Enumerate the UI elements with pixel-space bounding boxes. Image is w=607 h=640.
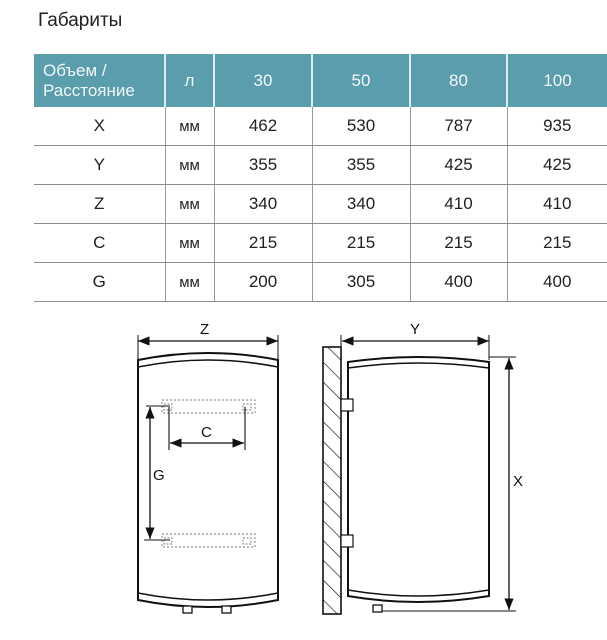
table-row: Y мм 355 355 425 425 — [34, 145, 607, 185]
cell-value: 340 — [213, 184, 312, 224]
cell-value: 215 — [409, 223, 507, 263]
row-unit: мм — [164, 184, 214, 224]
header-volume-50: 50 — [311, 54, 410, 107]
row-unit: мм — [164, 262, 214, 302]
cell-value: 425 — [409, 145, 507, 185]
cell-value: 305 — [311, 262, 410, 302]
cell-value: 215 — [213, 223, 312, 263]
x-label: X — [513, 473, 523, 490]
row-name: Y — [34, 145, 165, 185]
side-view: Y X — [322, 321, 523, 615]
cell-value: 215 — [506, 223, 607, 263]
pipe-icon — [372, 604, 383, 613]
row-unit: мм — [164, 223, 214, 263]
cell-value: 340 — [311, 184, 410, 224]
cell-value: 787 — [409, 107, 507, 146]
z-label: Z — [200, 321, 209, 338]
header-volume-distance: Объем / Расстояние — [34, 54, 165, 107]
row-unit: мм — [164, 145, 214, 185]
pipe-icon — [182, 605, 193, 614]
table-row: Z мм 340 340 410 410 — [34, 184, 607, 224]
header-unit: л — [164, 54, 214, 107]
c-label: C — [201, 424, 212, 441]
cell-value: 530 — [311, 107, 410, 146]
row-name: X — [34, 107, 165, 146]
table-header-row: Объем / Расстояние л 30 50 80 100 — [34, 54, 607, 107]
table-row: C мм 215 215 215 215 — [34, 223, 607, 263]
cell-value: 410 — [409, 184, 507, 224]
header-label-line1: Объем / — [43, 60, 107, 80]
dimensions-table: Объем / Расстояние л 30 50 80 100 X мм 4… — [34, 54, 607, 302]
tank-body-side — [347, 356, 490, 603]
pipe-icon — [221, 605, 232, 614]
header-volume-30: 30 — [213, 54, 312, 107]
header-volume-80: 80 — [409, 54, 507, 107]
row-unit: мм — [164, 107, 214, 146]
row-name: G — [34, 262, 165, 302]
page-title: Габариты — [38, 10, 123, 31]
row-name: C — [34, 223, 165, 263]
header-volume-100: 100 — [506, 54, 607, 107]
y-label: Y — [410, 321, 420, 338]
cell-value: 200 — [213, 262, 312, 302]
cell-value: 935 — [506, 107, 607, 146]
cell-value: 355 — [213, 145, 312, 185]
cell-value: 400 — [409, 262, 507, 302]
wall-hatched — [322, 346, 342, 615]
front-view: Z C G — [137, 321, 279, 614]
cell-value: 215 — [311, 223, 410, 263]
row-name: Z — [34, 184, 165, 224]
cell-value: 410 — [506, 184, 607, 224]
table-row: G мм 200 305 400 400 — [34, 262, 607, 302]
cell-value: 462 — [213, 107, 312, 146]
g-label: G — [153, 467, 165, 484]
bracket-icon — [340, 398, 354, 412]
cell-value: 355 — [311, 145, 410, 185]
cell-value: 425 — [506, 145, 607, 185]
header-label-line2: Расстояние — [43, 80, 135, 100]
table-row: X мм 462 530 787 935 — [34, 107, 607, 146]
dimension-diagram: Z C G Y — [137, 321, 523, 615]
cell-value: 400 — [506, 262, 607, 302]
bracket-icon — [340, 534, 354, 548]
